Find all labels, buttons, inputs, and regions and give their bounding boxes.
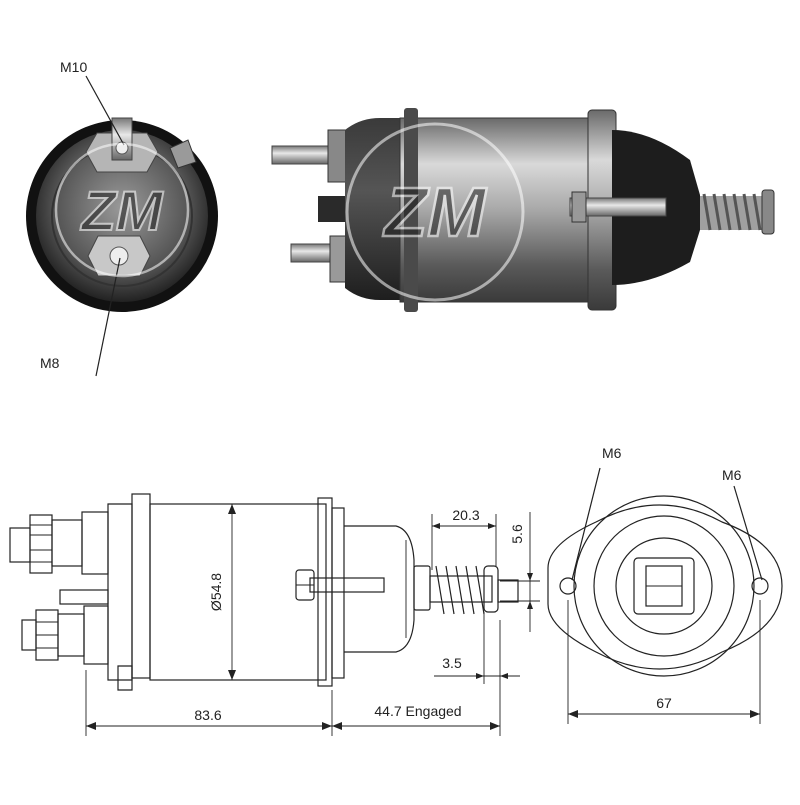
svg-text:ZM: ZM: [382, 173, 487, 251]
drawing-terminals: [9, 511, 109, 665]
watermark-logo-right: ZM: [345, 122, 525, 302]
side-drawing: Ø54.8 83.6 44.7 Engaged 20.3 5.6 3.5: [9, 493, 540, 736]
dim-engaged: 44.7 Engaged: [374, 703, 461, 719]
dim-body-length: 83.6: [194, 707, 221, 723]
side-spring: [700, 189, 775, 235]
dim-spring-length: 20.3: [452, 507, 479, 523]
svg-text:ZM: ZM: [80, 179, 164, 242]
dim-plunger-dia: 5.6: [509, 524, 525, 544]
label-m8: M8: [40, 355, 60, 371]
m8-terminal: [87, 235, 151, 277]
label-m6-right: M6: [722, 467, 742, 483]
dim-flange-width: 67: [656, 695, 672, 711]
watermark-logo-left: ZM: [54, 142, 190, 278]
label-m6-left: M6: [602, 445, 622, 461]
dim-tip: 3.5: [442, 655, 462, 671]
label-m10: M10: [60, 59, 87, 75]
dim-diameter: Ø54.8: [208, 573, 224, 611]
flange-drawing: M6 M6 67: [547, 445, 783, 724]
